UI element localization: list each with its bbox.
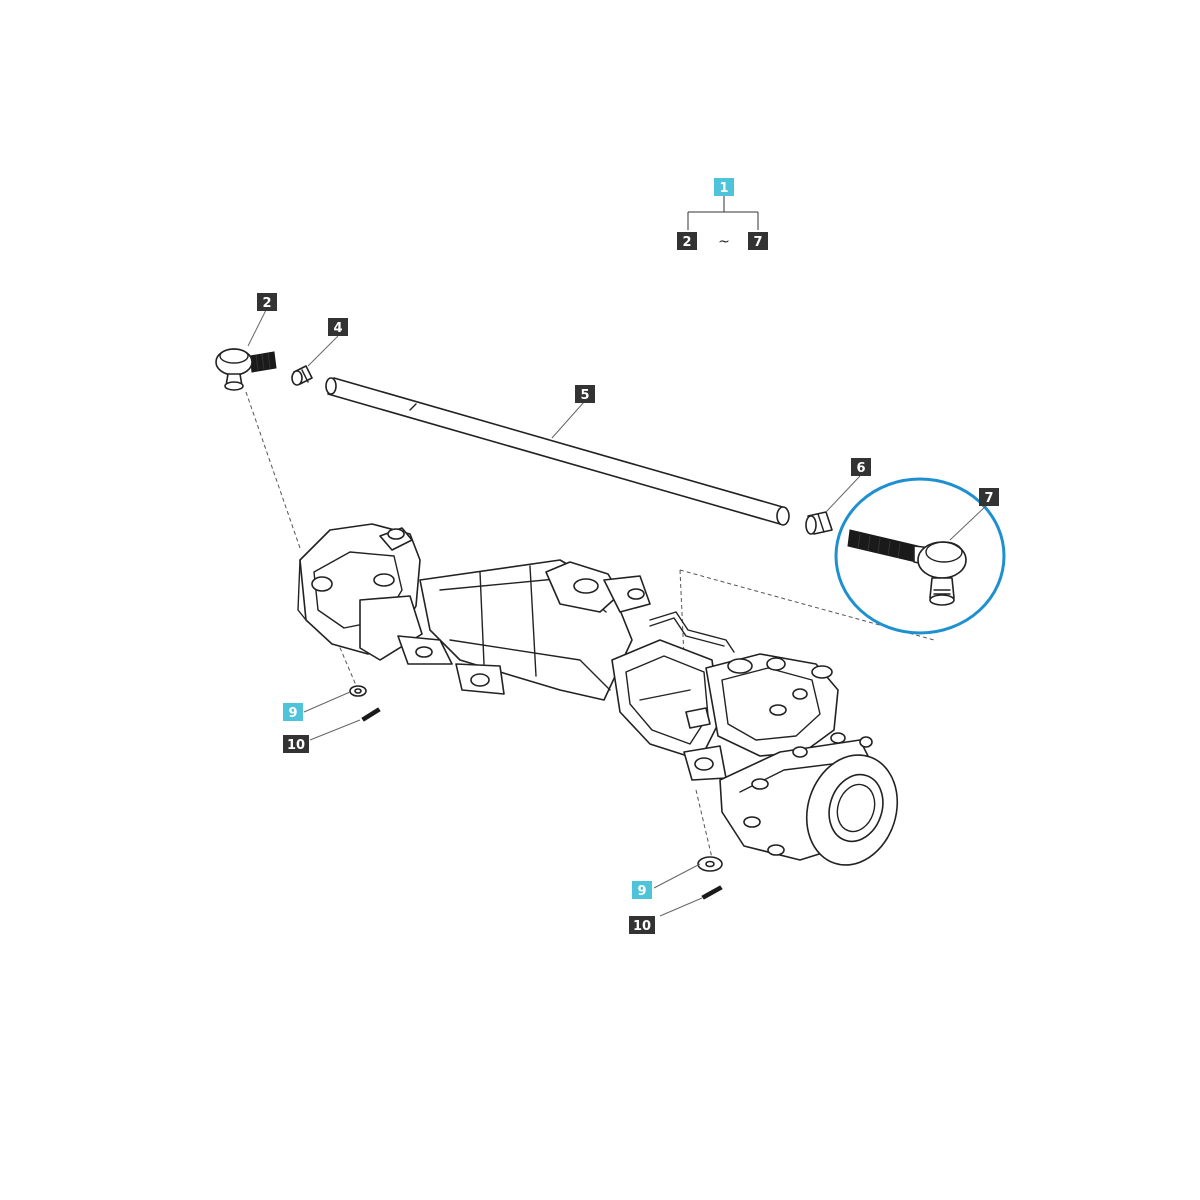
callout-part-10-left-label: 10 <box>287 738 305 753</box>
range-separator: ~ <box>718 234 730 250</box>
callout-part-9-right[interactable]: 9 <box>632 881 652 899</box>
callout-part-4-label: 4 <box>333 321 342 336</box>
front-axle-housing <box>297 523 899 866</box>
callout-part-9-right-label: 9 <box>637 884 646 899</box>
callout-part-4[interactable]: 4 <box>328 318 348 336</box>
highlight-ring <box>834 477 1006 635</box>
callout-range-to-label: 7 <box>753 235 762 250</box>
callout-part-10-left[interactable]: 10 <box>283 735 309 753</box>
callout-part-5[interactable]: 5 <box>575 385 595 403</box>
callout-part-9-left-label: 9 <box>288 706 297 721</box>
callout-part-7-label: 7 <box>984 491 993 506</box>
legend-bracket <box>687 196 759 230</box>
leader-lines <box>247 309 989 917</box>
ref-line-right-lower <box>695 789 713 859</box>
callout-part-10-right[interactable]: 10 <box>629 916 655 934</box>
ref-line-left-upper <box>245 391 301 549</box>
washer-left <box>349 685 367 697</box>
sleeve-right <box>805 511 833 535</box>
cotter-pin-left <box>361 707 381 722</box>
tie-rod-end-right <box>847 529 967 606</box>
assembly-legend: 1 2 ~ 7 <box>677 178 768 250</box>
callout-part-6-label: 6 <box>856 461 865 476</box>
callout-part-2[interactable]: 2 <box>257 293 277 311</box>
callout-range-from-label: 2 <box>682 235 691 250</box>
callout-part-9-left[interactable]: 9 <box>283 703 303 721</box>
callout-assembly-label: 1 <box>719 181 728 196</box>
cotter-pin-right <box>701 885 723 900</box>
callout-assembly[interactable]: 1 <box>714 178 734 196</box>
sleeve-left <box>291 365 313 386</box>
tie-rod-end-left <box>215 348 277 391</box>
callout-part-10-right-label: 10 <box>633 919 651 934</box>
callout-part-6[interactable]: 6 <box>851 458 871 476</box>
callout-part-5-label: 5 <box>580 388 589 403</box>
callout-part-7[interactable]: 7 <box>979 488 999 506</box>
callout-range-from[interactable]: 2 <box>677 232 697 250</box>
callout-range-to[interactable]: 7 <box>748 232 768 250</box>
washer-right <box>697 856 723 872</box>
callout-part-2-label: 2 <box>262 296 271 311</box>
tie-rod-tube <box>325 377 790 526</box>
